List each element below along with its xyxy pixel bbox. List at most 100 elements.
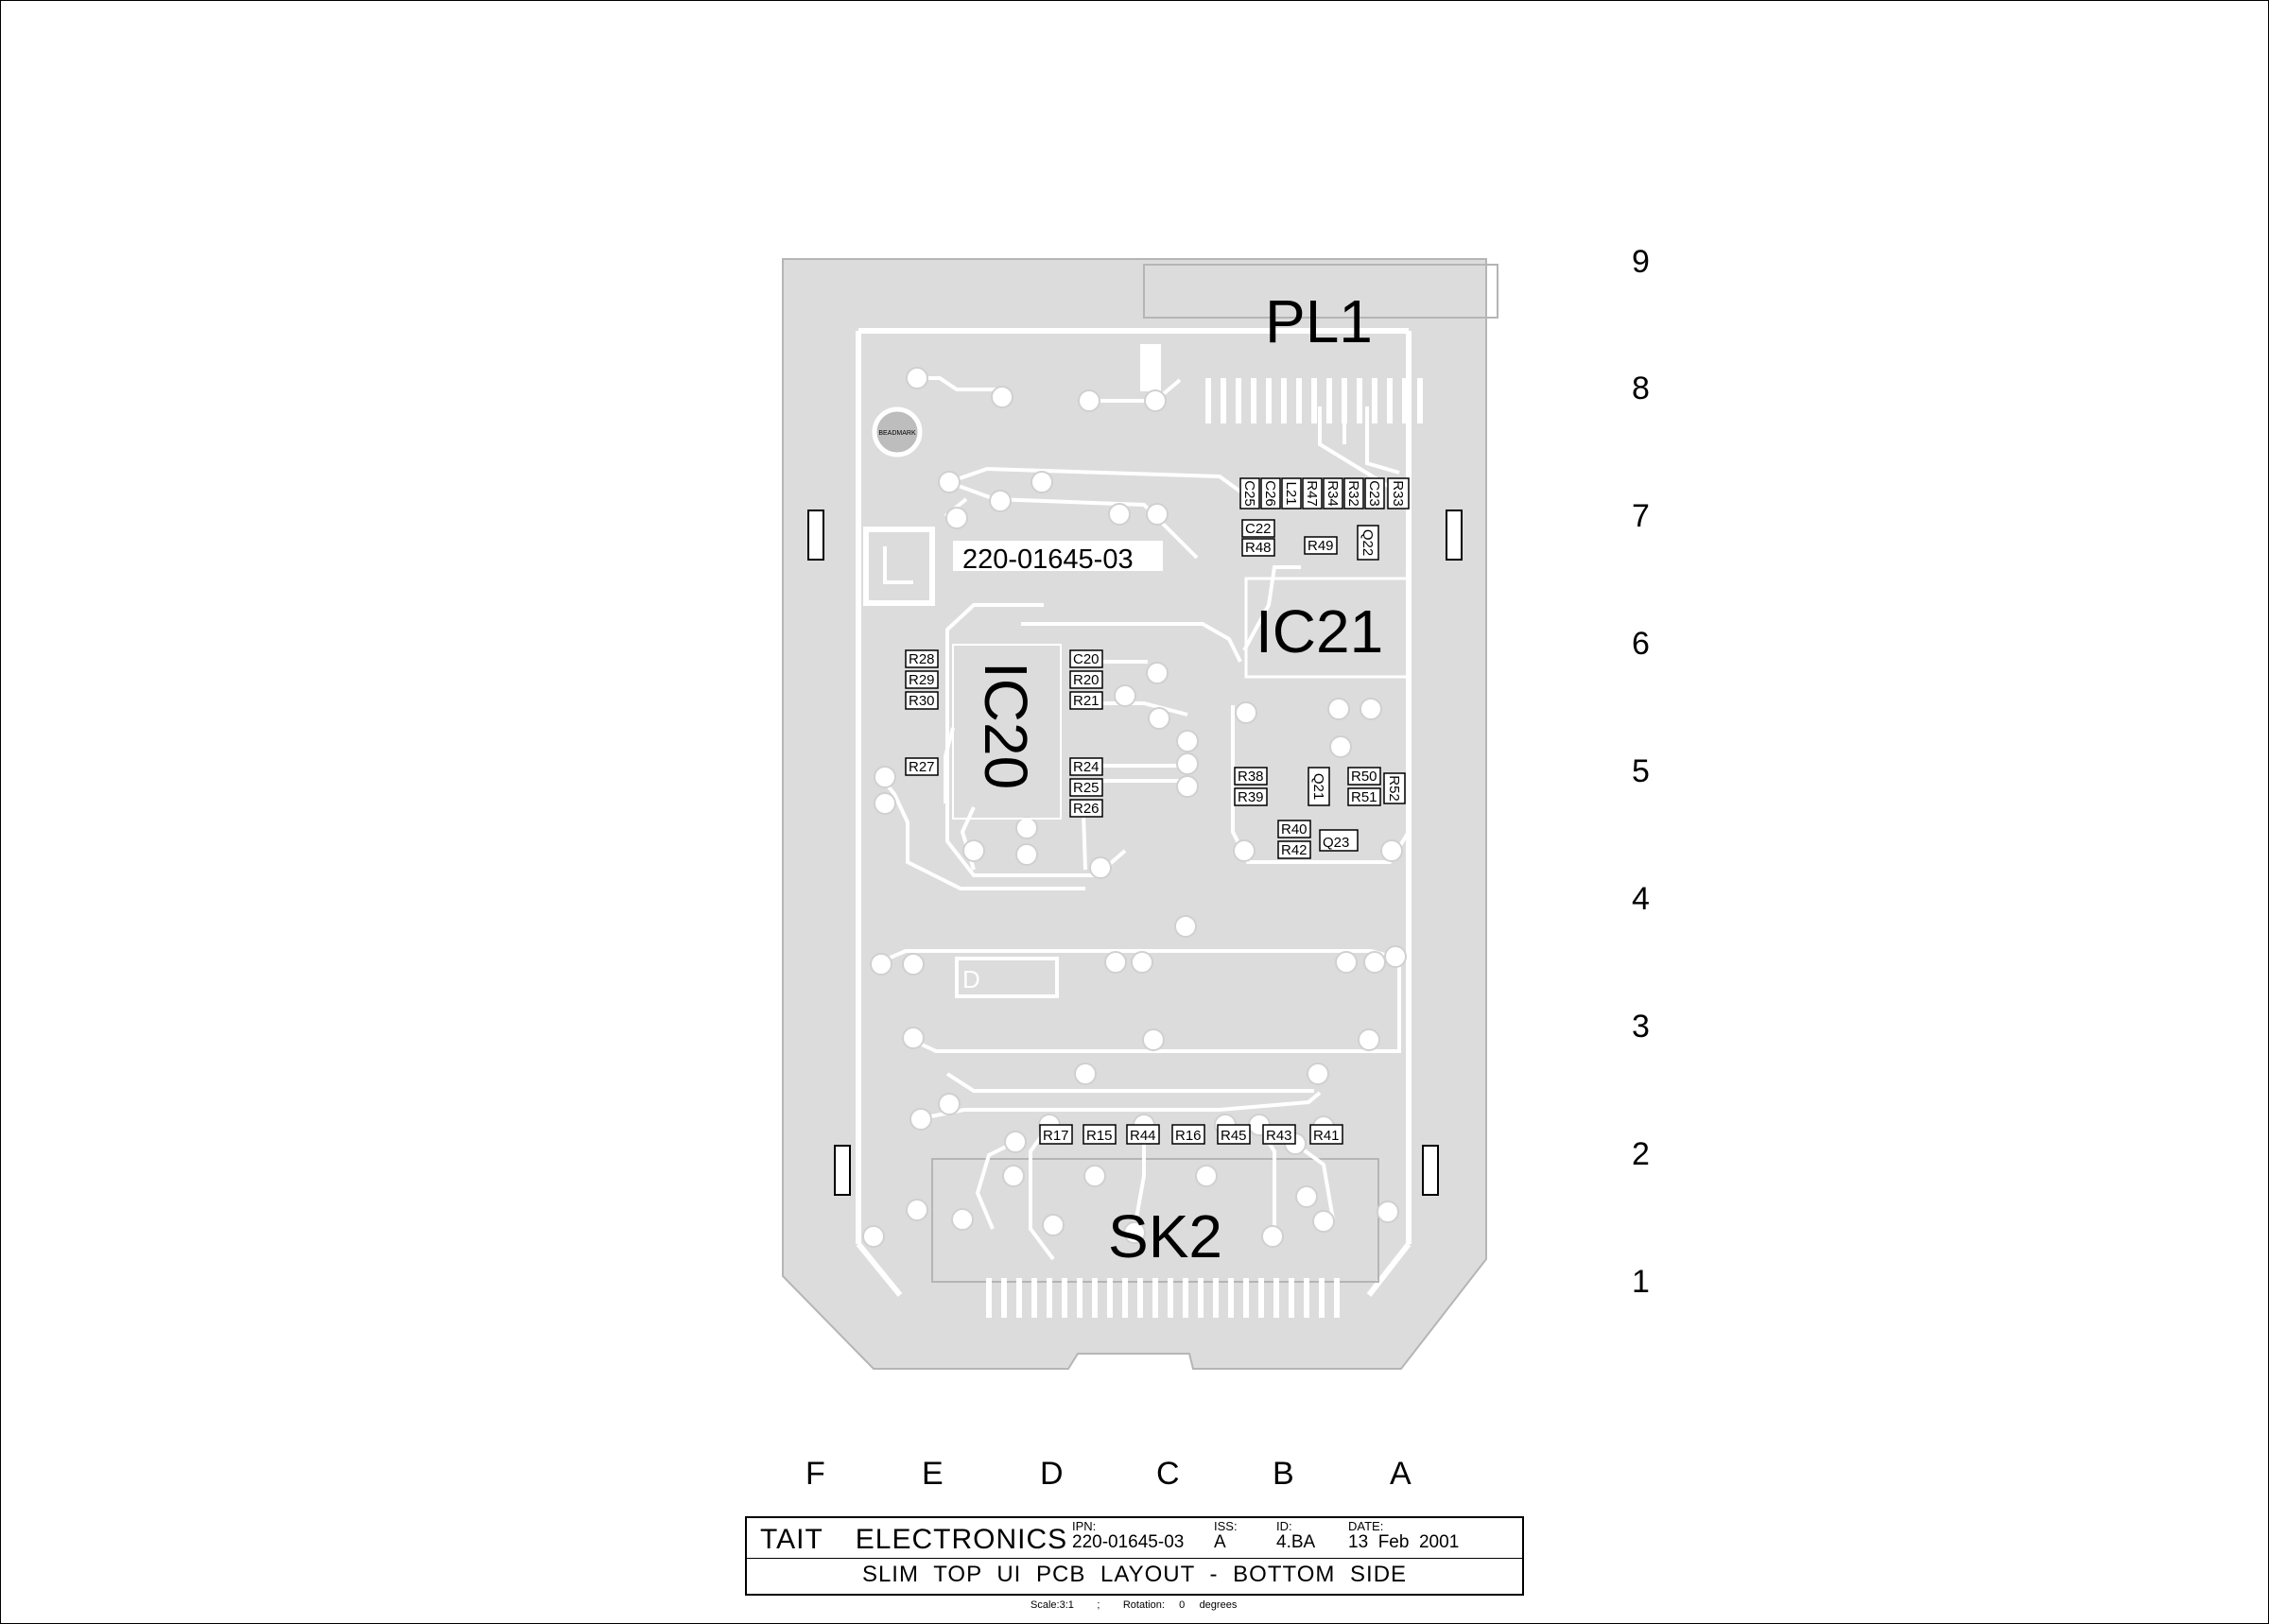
part-number-plate (953, 541, 1163, 571)
ipn-field: IPN: 220-01645-03 (1072, 1520, 1184, 1553)
component-box (1069, 649, 1103, 668)
row-label-6: 6 (1632, 626, 1650, 662)
component-label: Q21 (1310, 773, 1326, 800)
iss-label: ISS: (1214, 1519, 1238, 1533)
component-label: C26 (1262, 480, 1278, 507)
component-box (905, 649, 939, 668)
column-label-a: A (1390, 1456, 1412, 1492)
component-c26: C26 (1260, 477, 1281, 510)
component-r40: R40 (1277, 820, 1311, 838)
component-label: R32 (1345, 480, 1361, 507)
component-box (1323, 477, 1343, 510)
component-r17: R17 (1039, 1124, 1073, 1145)
component-label: R44 (1130, 1128, 1156, 1144)
date-value: 13 Feb 2001 (1348, 1532, 1460, 1552)
designator-ic21: IC21 (1256, 597, 1383, 665)
row-label-5: 5 (1632, 753, 1650, 789)
date-label: DATE: (1348, 1519, 1384, 1533)
drawing-title: SLIM TOP UI PCB LAYOUT - BOTTOM SIDE (861, 1562, 1408, 1587)
scale-rotation-footer: Scale:3:1 ; Rotation: 0 degrees (1031, 1599, 1237, 1611)
rotation-value: 0 (1179, 1599, 1186, 1611)
component-label: R34 (1325, 480, 1341, 507)
component-r49: R49 (1304, 536, 1338, 555)
company-name-2: ELECTRONICS (855, 1524, 1068, 1555)
component-label: C25 (1241, 480, 1257, 507)
component-box (1069, 799, 1103, 818)
component-r34: R34 (1323, 477, 1343, 510)
component-r16: R16 (1171, 1124, 1205, 1145)
component-r39: R39 (1234, 787, 1268, 806)
row-label-4: 4 (1632, 881, 1650, 917)
component-r43: R43 (1262, 1124, 1296, 1145)
ic20-outline (952, 644, 1062, 820)
row-label-7: 7 (1632, 498, 1650, 534)
part-number-label: 220-01645-03 (962, 544, 1134, 575)
component-box (1069, 670, 1103, 689)
component-label: R28 (909, 651, 935, 667)
ic21-outline (1244, 577, 1411, 679)
component-r27: R27 (905, 757, 939, 776)
fiducial-frame (863, 527, 935, 606)
component-r44: R44 (1126, 1124, 1160, 1145)
component-box (1069, 757, 1103, 776)
component-label: R47 (1304, 480, 1320, 507)
pl1-pins (1205, 378, 1423, 423)
component-label: R33 (1390, 480, 1406, 507)
component-box (1241, 519, 1275, 538)
sk2-pins (986, 1278, 1340, 1318)
component-label: R29 (909, 672, 935, 688)
component-label: R24 (1073, 759, 1100, 775)
component-label: R27 (909, 759, 935, 775)
id-field: ID: 4.BA (1276, 1520, 1315, 1553)
component-label: R51 (1351, 789, 1377, 805)
component-label: R41 (1313, 1128, 1340, 1144)
component-box (1262, 1124, 1296, 1145)
component-label: Q23 (1323, 835, 1349, 851)
component-box (1308, 767, 1330, 806)
component-box (1039, 1124, 1073, 1145)
component-label: R40 (1281, 821, 1308, 838)
component-box (1239, 477, 1260, 510)
component-label: R17 (1043, 1128, 1069, 1144)
component-box (905, 757, 939, 776)
component-box (1357, 525, 1379, 561)
component-r45: R45 (1217, 1124, 1251, 1145)
row-label-9: 9 (1632, 244, 1650, 280)
component-box (1126, 1124, 1160, 1145)
rotation-unit: degrees (1199, 1599, 1238, 1611)
component-r30: R30 (905, 691, 939, 710)
pl1-connector-outline (1143, 264, 1498, 319)
rotation-label: Rotation: (1122, 1599, 1165, 1611)
component-q22: Q22 (1357, 525, 1379, 561)
component-r29: R29 (905, 670, 939, 689)
component-r25: R25 (1069, 778, 1103, 797)
component-label: R50 (1351, 769, 1377, 785)
component-box (1383, 772, 1406, 804)
scale-text: Scale:3:1 (1031, 1599, 1074, 1611)
row-label-1: 1 (1632, 1264, 1650, 1300)
component-label: R48 (1245, 540, 1272, 556)
row-label-3: 3 (1632, 1009, 1650, 1045)
designator-sk2: SK2 (1108, 1202, 1222, 1270)
component-r42: R42 (1277, 840, 1311, 859)
component-label: L21 (1283, 481, 1299, 505)
diode-outline (955, 957, 1059, 998)
component-box (1069, 778, 1103, 797)
component-r32: R32 (1343, 477, 1364, 510)
component-r38: R38 (1234, 767, 1268, 786)
component-label: R49 (1308, 538, 1334, 554)
beadmark-label: BEADMARK (878, 430, 916, 437)
id-label: ID: (1276, 1519, 1292, 1533)
component-box (905, 670, 939, 689)
column-label-d: D (1040, 1456, 1064, 1492)
component-q23: Q23 (1319, 829, 1359, 852)
component-r47: R47 (1302, 477, 1323, 510)
component-r20: R20 (1069, 670, 1103, 689)
component-box (1309, 1124, 1343, 1145)
component-box (1171, 1124, 1205, 1145)
component-label: Q22 (1360, 529, 1376, 556)
component-c25: C25 (1239, 477, 1260, 510)
component-box (1234, 787, 1268, 806)
